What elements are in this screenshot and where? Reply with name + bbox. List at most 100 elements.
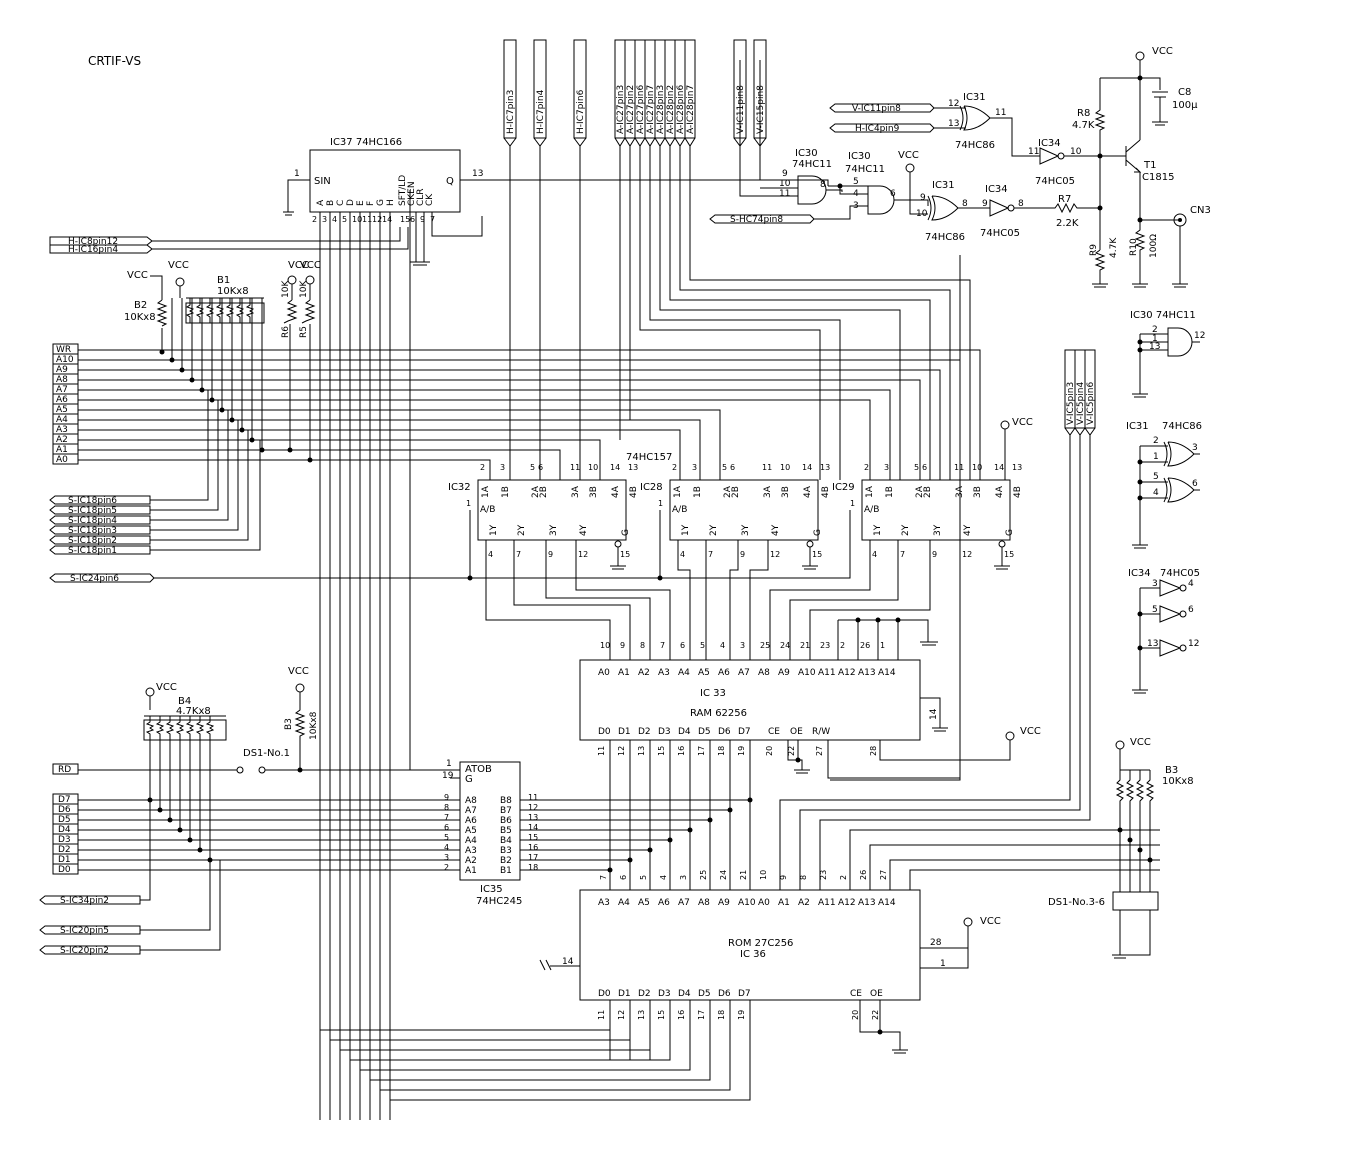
top-h-label: H-IC7pin4 xyxy=(536,89,546,134)
mux-pin-num: 3 xyxy=(884,463,889,472)
ic36-addr-num: 2 xyxy=(839,875,848,880)
ic36-data: OE xyxy=(870,989,883,999)
mux-pin-num: 13 xyxy=(820,463,830,472)
s-bottom-label: S-IC20pin5 xyxy=(60,926,109,936)
b4-resistor xyxy=(195,716,205,850)
mux-vcc: VCC xyxy=(1012,417,1033,428)
ic36-name: IC 36 xyxy=(740,949,766,960)
ic36-addr-num: 10 xyxy=(759,870,768,880)
wire xyxy=(330,1000,631,1041)
ic35-a-num: 7 xyxy=(444,813,449,822)
mux-ic28 xyxy=(669,479,819,541)
ic36-pin28: 28 xyxy=(930,938,942,948)
spare-ic30-label: IC30 74HC11 xyxy=(1130,310,1196,321)
mux-sel: A/B xyxy=(864,505,879,515)
mux-out-num: 4 xyxy=(680,550,685,559)
data-label-d5: D5 xyxy=(58,815,71,825)
addr-label-a9: A9 xyxy=(56,365,68,375)
resistor-b3-ds1-36: VCC B3 10Kx8 DS1-No.3-6 xyxy=(1048,737,1194,959)
ic36-data: D2 xyxy=(638,989,651,999)
b2-value: 10Kx8 xyxy=(124,312,156,323)
b1-resistor xyxy=(195,298,205,323)
connector-top-h xyxy=(533,39,547,139)
wire xyxy=(677,540,769,660)
ic37-ctrl: CLR xyxy=(416,188,426,206)
ic30a-pin9: 9 xyxy=(782,169,788,179)
wire xyxy=(140,800,151,901)
wire xyxy=(370,1000,711,1081)
ic33-addr-a14: A14 xyxy=(878,668,896,678)
connector-arrow xyxy=(684,137,696,147)
wire xyxy=(150,420,239,531)
mux-pin-num: 2 xyxy=(672,463,677,472)
bus-label-box xyxy=(52,453,79,465)
b4-resistor xyxy=(145,716,155,800)
mux-name-ic28: IC28 xyxy=(640,482,663,493)
ic33-data-d4: D4 xyxy=(678,727,691,737)
ic36-addr-num: 23 xyxy=(819,870,828,880)
wire xyxy=(609,800,751,890)
mux-ic29 xyxy=(861,479,1011,541)
ic37-q: Q xyxy=(446,176,454,187)
mux-pin-num: 5 xyxy=(530,463,535,472)
connector-top-h xyxy=(503,39,517,139)
ic36-type: ROM 27C256 xyxy=(728,938,793,949)
mux-pin-num: 2 xyxy=(480,463,485,472)
connector-s-bottom xyxy=(39,945,141,955)
s-bottom-label: S-IC34pin2 xyxy=(60,896,109,906)
ic33-gnd-pin: 14 xyxy=(929,708,939,720)
mux-pin-num: 10 xyxy=(780,463,790,472)
ic35-a: A1 xyxy=(465,866,477,876)
b3a-value: 10Kx8 xyxy=(309,711,319,740)
ic36-gnd-pin: 14 xyxy=(562,957,574,967)
spare-ic34-pin13: 13 xyxy=(1147,639,1158,649)
mux-pin-num: 10 xyxy=(588,463,598,472)
ic35-pin19: 19 xyxy=(442,771,454,781)
b3b-name: B3 xyxy=(1165,765,1178,776)
mux-out: 1Y xyxy=(681,524,691,536)
spare-ic34-pin3: 3 xyxy=(1152,579,1158,589)
top-a-label: A-IC27pin7 xyxy=(646,85,656,134)
spare-ic31-pin4: 4 xyxy=(1153,488,1159,498)
ic35-a-num: 8 xyxy=(444,803,449,812)
ic33-data-num: 27 xyxy=(815,746,824,756)
b4-value: 4.7Kx8 xyxy=(176,706,211,717)
mux-pin: 4B xyxy=(1013,486,1023,498)
ic33-data-num: 17 xyxy=(697,746,706,756)
ic31a-name: IC31 xyxy=(963,92,986,103)
ic33-data-num: 11 xyxy=(597,746,606,756)
ic37-pin-num: 6 xyxy=(410,215,415,224)
mux-sel: A/B xyxy=(480,505,495,515)
b3-resistor xyxy=(1125,770,1135,892)
ic37-pin-num: 15 xyxy=(400,215,410,224)
top-a-label: A-IC27pin2 xyxy=(626,85,636,134)
ic31b-pin8: 8 xyxy=(962,199,968,209)
mux-pin: 3A xyxy=(763,485,773,498)
bus-label-box xyxy=(52,863,79,875)
schematic-title: CRTIF-VS xyxy=(88,54,141,68)
ic31a-type: 74HC86 xyxy=(955,140,995,151)
ic35-a: A3 xyxy=(465,846,477,856)
wire xyxy=(150,440,261,551)
ic37-pin-num: 2 xyxy=(312,215,317,224)
addr-label-a6: A6 xyxy=(56,395,68,405)
mux-pin-num: 14 xyxy=(802,463,812,472)
ic33-addr-a5: A5 xyxy=(698,668,710,678)
connector-arrow xyxy=(664,137,676,147)
mux-vcc-circle xyxy=(1000,420,1010,430)
ic33-data-num: 13 xyxy=(637,746,646,756)
b1-resistor xyxy=(185,298,195,323)
wire xyxy=(320,1000,611,1031)
mux-out: 4Y xyxy=(771,524,781,536)
ic35-b-num: 11 xyxy=(528,793,538,802)
mux-pin-num: 5 xyxy=(914,463,919,472)
ic37-pin-B: B xyxy=(326,200,336,206)
s-bottom-label: S-IC20pin2 xyxy=(60,946,109,956)
connector-s-ic18 xyxy=(49,525,151,535)
connector-top-a xyxy=(684,39,696,139)
wire xyxy=(380,1000,731,1091)
